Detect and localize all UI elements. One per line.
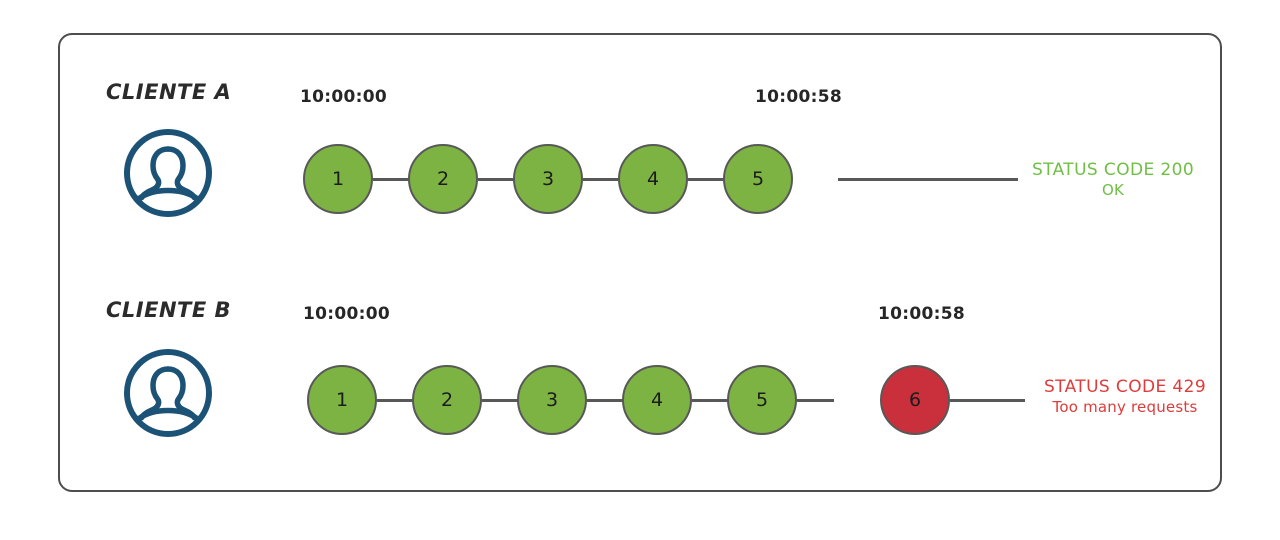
connector-5-6 [797, 399, 834, 402]
status-code-line: STATUS CODE 200 [1031, 160, 1195, 180]
status-message-line: Too many requests [1052, 398, 1198, 417]
connector-1-2 [377, 399, 414, 402]
request-node[interactable]: 3 [517, 365, 587, 435]
connector-4-5 [688, 178, 725, 181]
request-node[interactable]: 5 [723, 144, 793, 214]
request-node[interactable]: 1 [303, 144, 373, 214]
user-avatar-icon [122, 127, 214, 219]
row-b-status-connector [950, 399, 1025, 402]
connector-3-4 [583, 178, 620, 181]
request-node[interactable]: 1 [307, 365, 377, 435]
row-a-end-time: 10:00:58 [755, 87, 842, 107]
row-a-status-code: STATUS CODE 200 OK [1028, 160, 1198, 200]
row-b-end-time: 10:00:58 [878, 304, 965, 324]
connector-2-3 [478, 178, 515, 181]
request-node[interactable]: 3 [513, 144, 583, 214]
connector-1-2 [373, 178, 410, 181]
status-code-line: STATUS CODE 429 [1043, 377, 1207, 397]
user-avatar-icon [122, 347, 214, 439]
request-node[interactable]: 5 [727, 365, 797, 435]
row-b-status-code: STATUS CODE 429 Too many requests [1025, 377, 1225, 417]
request-node[interactable]: 4 [622, 365, 692, 435]
connector-3-4 [587, 399, 624, 402]
client-b-label: CLIENTE B [106, 298, 232, 322]
row-a-status-connector [838, 178, 1018, 181]
request-node[interactable]: 2 [408, 144, 478, 214]
status-message-line: OK [1101, 181, 1125, 200]
request-node-error[interactable]: 6 [880, 365, 950, 435]
connector-4-5 [692, 399, 729, 402]
client-a-label: CLIENTE A [106, 80, 232, 104]
row-b-start-time: 10:00:00 [303, 304, 390, 324]
request-node[interactable]: 2 [412, 365, 482, 435]
connector-2-3 [482, 399, 519, 402]
request-node[interactable]: 4 [618, 144, 688, 214]
row-a-start-time: 10:00:00 [300, 87, 387, 107]
